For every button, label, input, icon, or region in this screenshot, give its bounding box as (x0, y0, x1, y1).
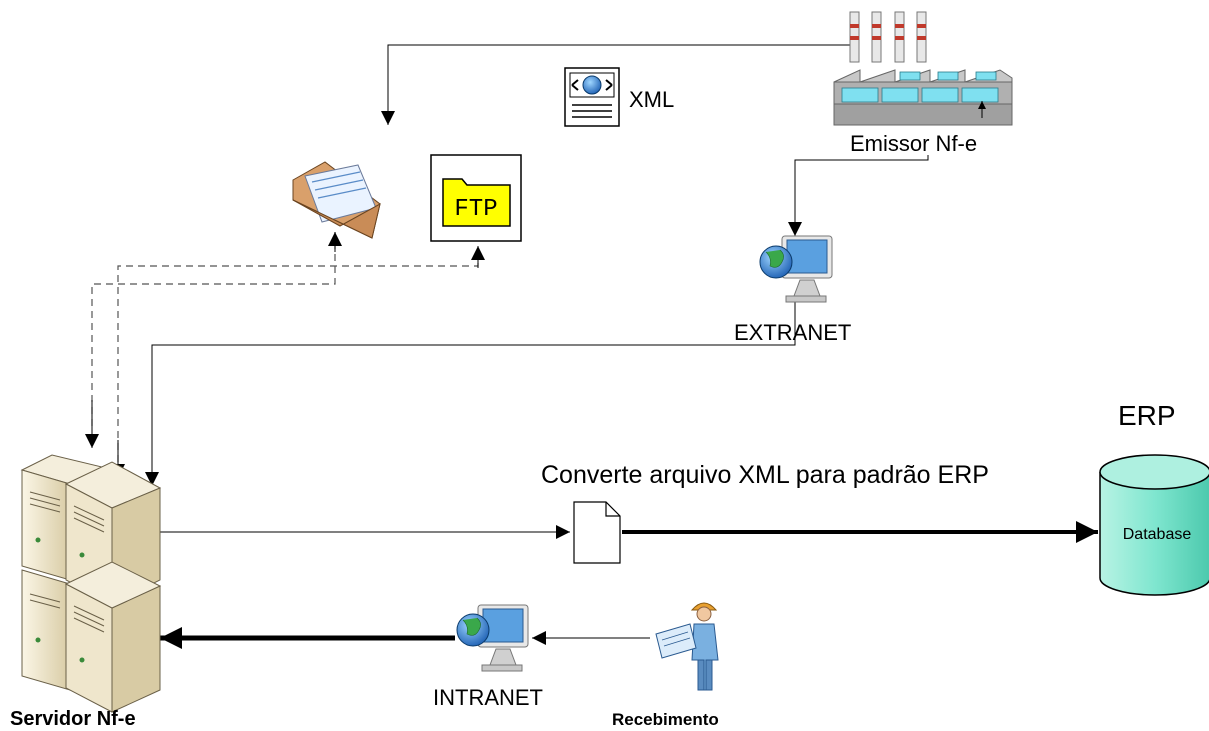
intranet-computer-icon (456, 604, 529, 672)
ftp-folder-icon: FTP (430, 154, 522, 242)
worker-icon (655, 602, 719, 691)
extranet-computer-icon (759, 235, 833, 303)
ftp-label: FTP (454, 196, 497, 223)
extranet-label: EXTRANET (734, 320, 851, 345)
intranet-label: INTRANET (433, 685, 543, 710)
connector-emissor-to-extranet (788, 155, 929, 236)
database-label: Database (1123, 526, 1192, 543)
connector-emissor-to-email (381, 44, 850, 125)
connector-extranet-to-server (145, 300, 796, 486)
connector-server-email-dashed (91, 232, 336, 426)
recebimento-label: Recebimento (612, 710, 719, 729)
emissor-label: Emissor Nf-e (850, 131, 977, 156)
xml-label: XML (629, 87, 674, 112)
server-icon (20, 454, 162, 713)
database-icon (1099, 454, 1209, 596)
servidor-label: Servidor Nf-e (10, 708, 136, 730)
connector-server-ftp-dashed (117, 248, 479, 462)
converte-label: Converte arquivo XML para padrão ERP (541, 461, 989, 489)
document-icon (573, 501, 621, 564)
xml-document-icon (564, 67, 620, 127)
envelope-icon (292, 161, 381, 239)
erp-label: ERP (1118, 400, 1176, 431)
factory-icon (833, 11, 1013, 126)
